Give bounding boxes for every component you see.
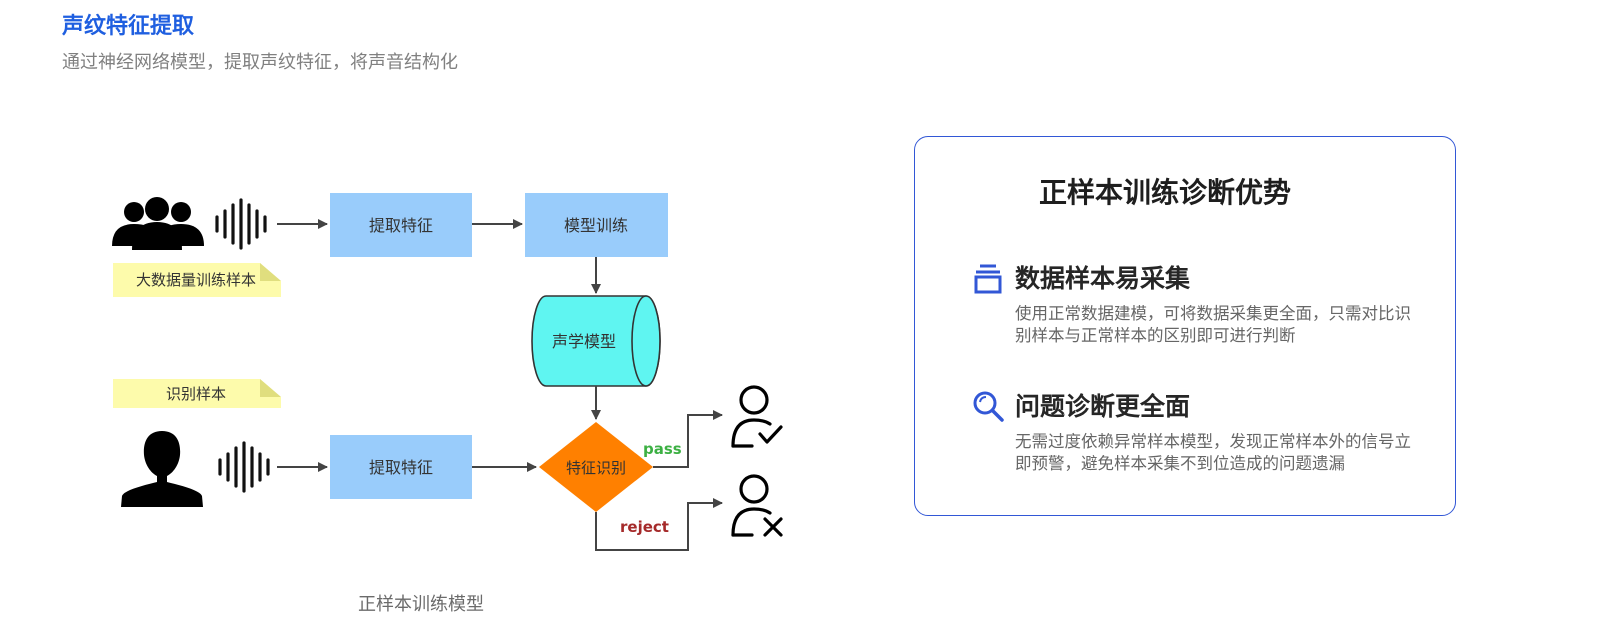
extract-features-box-top <box>330 193 472 257</box>
acoustic-model-label: 声学模型 <box>552 332 616 351</box>
feature-description: 无需过度依赖异常样本模型，发现正常样本外的信号立即预警，避免样本采集不到位造成的… <box>1015 432 1411 473</box>
voiceprint-flow-diagram: 大数据量训练样本 提取特征 模型训练 声学模型 识别样本 提取特征 <box>112 193 783 551</box>
advantages-card: 正样本训练诊断优势 数据样本易采集 使用正常数据建模，可将数据采集更全面，只需对… <box>914 136 1456 516</box>
user-silhouette-icon <box>121 431 203 507</box>
sound-wave-icon <box>218 441 270 493</box>
model-training-label: 模型训练 <box>564 216 628 235</box>
note-recognition-sample-label: 识别样本 <box>166 385 226 403</box>
search-icon <box>973 391 1004 422</box>
extract-features-box-bottom <box>330 435 472 499</box>
pass-label: pass <box>643 440 682 458</box>
extract-features-label-bottom: 提取特征 <box>369 458 433 477</box>
card-title: 正样本训练诊断优势 <box>1039 176 1292 209</box>
note-training-samples-label: 大数据量训练样本 <box>136 271 256 289</box>
user-group-icon <box>112 197 204 250</box>
model-training-box <box>525 193 668 257</box>
feature-heading: 数据样本易采集 <box>1015 264 1191 293</box>
feature-heading: 问题诊断更全面 <box>1015 392 1191 421</box>
feature-recognition-diamond <box>539 422 653 512</box>
acoustic-model-cylinder <box>531 295 661 387</box>
note-training-samples: 大数据量训练样本 <box>113 263 281 297</box>
page-subtitle: 通过神经网络模型，提取声纹特征，将声音结构化 <box>62 52 458 73</box>
feature-recognition-label: 特征识别 <box>566 459 626 477</box>
feature-description: 使用正常数据建模，可将数据采集更全面，只需对比识别样本与正常样本的区别即可进行判… <box>1015 304 1411 345</box>
diagram-caption: 正样本训练模型 <box>358 594 484 615</box>
stacked-tray-icon <box>974 264 1002 294</box>
reject-label: reject <box>620 518 669 536</box>
user-check-icon <box>731 385 783 448</box>
user-x-icon <box>731 474 783 537</box>
sound-wave-icon <box>215 198 267 250</box>
note-recognition-sample: 识别样本 <box>113 379 281 408</box>
page-title: 声纹特征提取 <box>62 14 195 39</box>
extract-features-label-top: 提取特征 <box>369 216 433 235</box>
